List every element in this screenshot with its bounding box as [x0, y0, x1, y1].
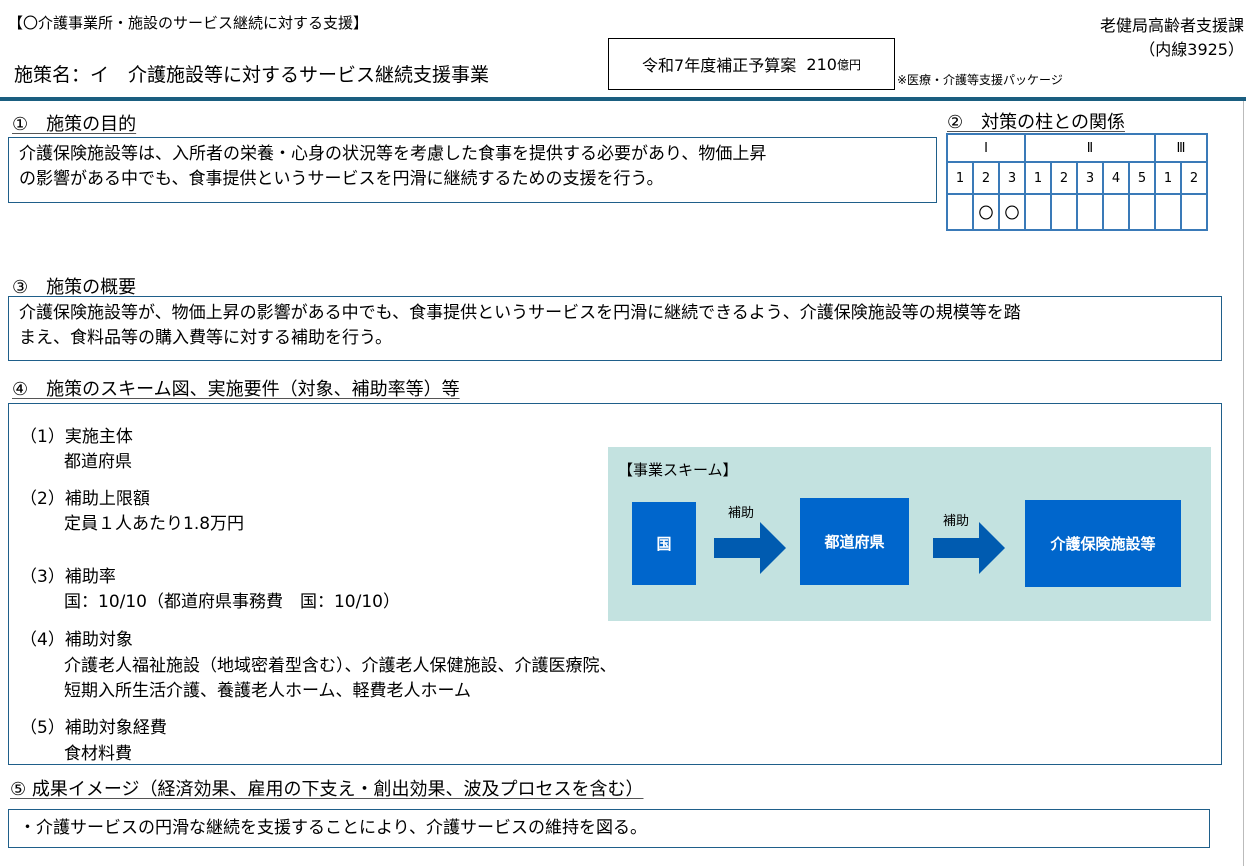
requirement-label: （1）実施主体: [20, 427, 133, 447]
pillar-number: 3: [998, 161, 1026, 195]
pillar-mark: [1102, 193, 1130, 231]
overview-box: 介護保険施設等が、物価上昇の影響がある中でも、食事提供というサービスを円滑に継続…: [8, 296, 1222, 361]
overview-line: まえ、食料品等の購入費等に対する補助を行う。: [19, 328, 392, 348]
overview-line: 介護保険施設等が、物価上昇の影響がある中でも、食事提供というサービスを円滑に継続…: [19, 303, 1021, 323]
pillar-number: 2: [972, 161, 1000, 195]
arrow-label: 補助: [943, 514, 970, 529]
requirement-value: 都道府県: [64, 452, 132, 472]
pillar-mark: [1154, 193, 1182, 231]
requirement-value: 短期入所生活介護、養護老人ホーム、軽費老人ホーム: [64, 681, 471, 701]
pillar-mark: 〇: [998, 193, 1026, 231]
pillar-number: 3: [1076, 161, 1104, 195]
outcome-text: ・介護サービスの円滑な継続を支援することにより、介護サービスの維持を図る。: [19, 818, 647, 838]
pillar-number: 1: [1154, 161, 1182, 195]
pillar-number: 5: [1128, 161, 1156, 195]
arrow-right-icon: [933, 522, 1005, 574]
requirement-label: （4）補助対象: [20, 630, 133, 650]
pillar-mark: [1180, 193, 1208, 231]
requirement-label: （2）補助上限額: [20, 489, 150, 509]
pillar-mark: [946, 193, 974, 231]
page-title: 施策名：イ 介護施設等に対するサービス継続支援事業: [14, 64, 490, 86]
budget-value: 210: [806, 54, 837, 74]
pillar-mark: [1128, 193, 1156, 231]
pillar-number: 2: [1180, 161, 1208, 195]
budget-label: 令和7年度補正予算案: [642, 56, 797, 75]
node-country: 国: [632, 502, 696, 585]
outcome-box: ・介護サービスの円滑な継続を支援することにより、介護サービスの維持を図る。: [8, 809, 1210, 848]
pillar-number: 4: [1102, 161, 1130, 195]
requirement-value: 食材料費: [64, 744, 132, 764]
purpose-line: の影響がある中でも、食事提供というサービスを円滑に継続するための支援を行う。: [19, 169, 664, 189]
package-note: ※医療・介護等支援パッケージ: [897, 73, 1063, 87]
node-prefecture: 都道府県: [800, 498, 909, 585]
purpose-line: 介護保険施設等は、入所者の栄養・心身の状況等を考慮した食事を提供する必要があり、…: [19, 144, 767, 164]
requirement-label: （3）補助率: [20, 567, 116, 587]
header-divider: [0, 97, 1246, 101]
section5-heading: ⑤ 成果イメージ（経済効果、雇用の下支え・創出効果、波及プロセスを含む）: [10, 779, 644, 800]
pillar-header: Ⅱ: [1024, 133, 1156, 163]
pillar-number: 1: [1024, 161, 1052, 195]
pillar-header: Ⅲ: [1154, 133, 1208, 163]
page-edge: [1243, 101, 1244, 866]
department: 老健局高齢者支援課: [1099, 16, 1244, 35]
section2-heading: ② 対策の柱との関係: [947, 112, 1125, 133]
pillar-number: 1: [946, 161, 974, 195]
pillar-number: 2: [1050, 161, 1078, 195]
extension: （内線3925）: [1139, 40, 1244, 59]
arrow-label: 補助: [728, 506, 755, 521]
requirement-label: （5）補助対象経費: [20, 718, 167, 738]
pillar-mark: 〇: [972, 193, 1000, 231]
requirement-value: 国：10/10（都道府県事務費 国：10/10）: [64, 592, 400, 612]
requirement-value: 定員１人あたり1.8万円: [64, 514, 245, 534]
arrow-right-icon: [714, 522, 786, 574]
pillar-mark: [1076, 193, 1104, 231]
scheme-title: 【事業スキーム】: [618, 461, 738, 479]
section1-heading: ① 施策の目的: [12, 114, 137, 135]
pillar-header: Ⅰ: [946, 133, 1026, 163]
section3-heading: ③ 施策の概要: [12, 277, 137, 298]
purpose-box: 介護保険施設等は、入所者の栄養・心身の状況等を考慮した食事を提供する必要があり、…: [8, 137, 937, 203]
pillar-mark: [1050, 193, 1078, 231]
scheme-box: [8, 403, 1222, 765]
node-facility: 介護保険施設等: [1025, 500, 1181, 587]
requirement-value: 介護老人福祉施設（地域密着型含む）、介護老人保健施設、介護医療院、: [64, 656, 617, 676]
budget-unit: 億円: [836, 57, 861, 72]
category-label: 【〇介護事業所・施設のサービス継続に対する支援】: [8, 14, 369, 32]
pillar-mark: [1024, 193, 1052, 231]
section4-heading: ④ 施策のスキーム図、実施要件（対象、補助率等）等: [12, 379, 460, 400]
